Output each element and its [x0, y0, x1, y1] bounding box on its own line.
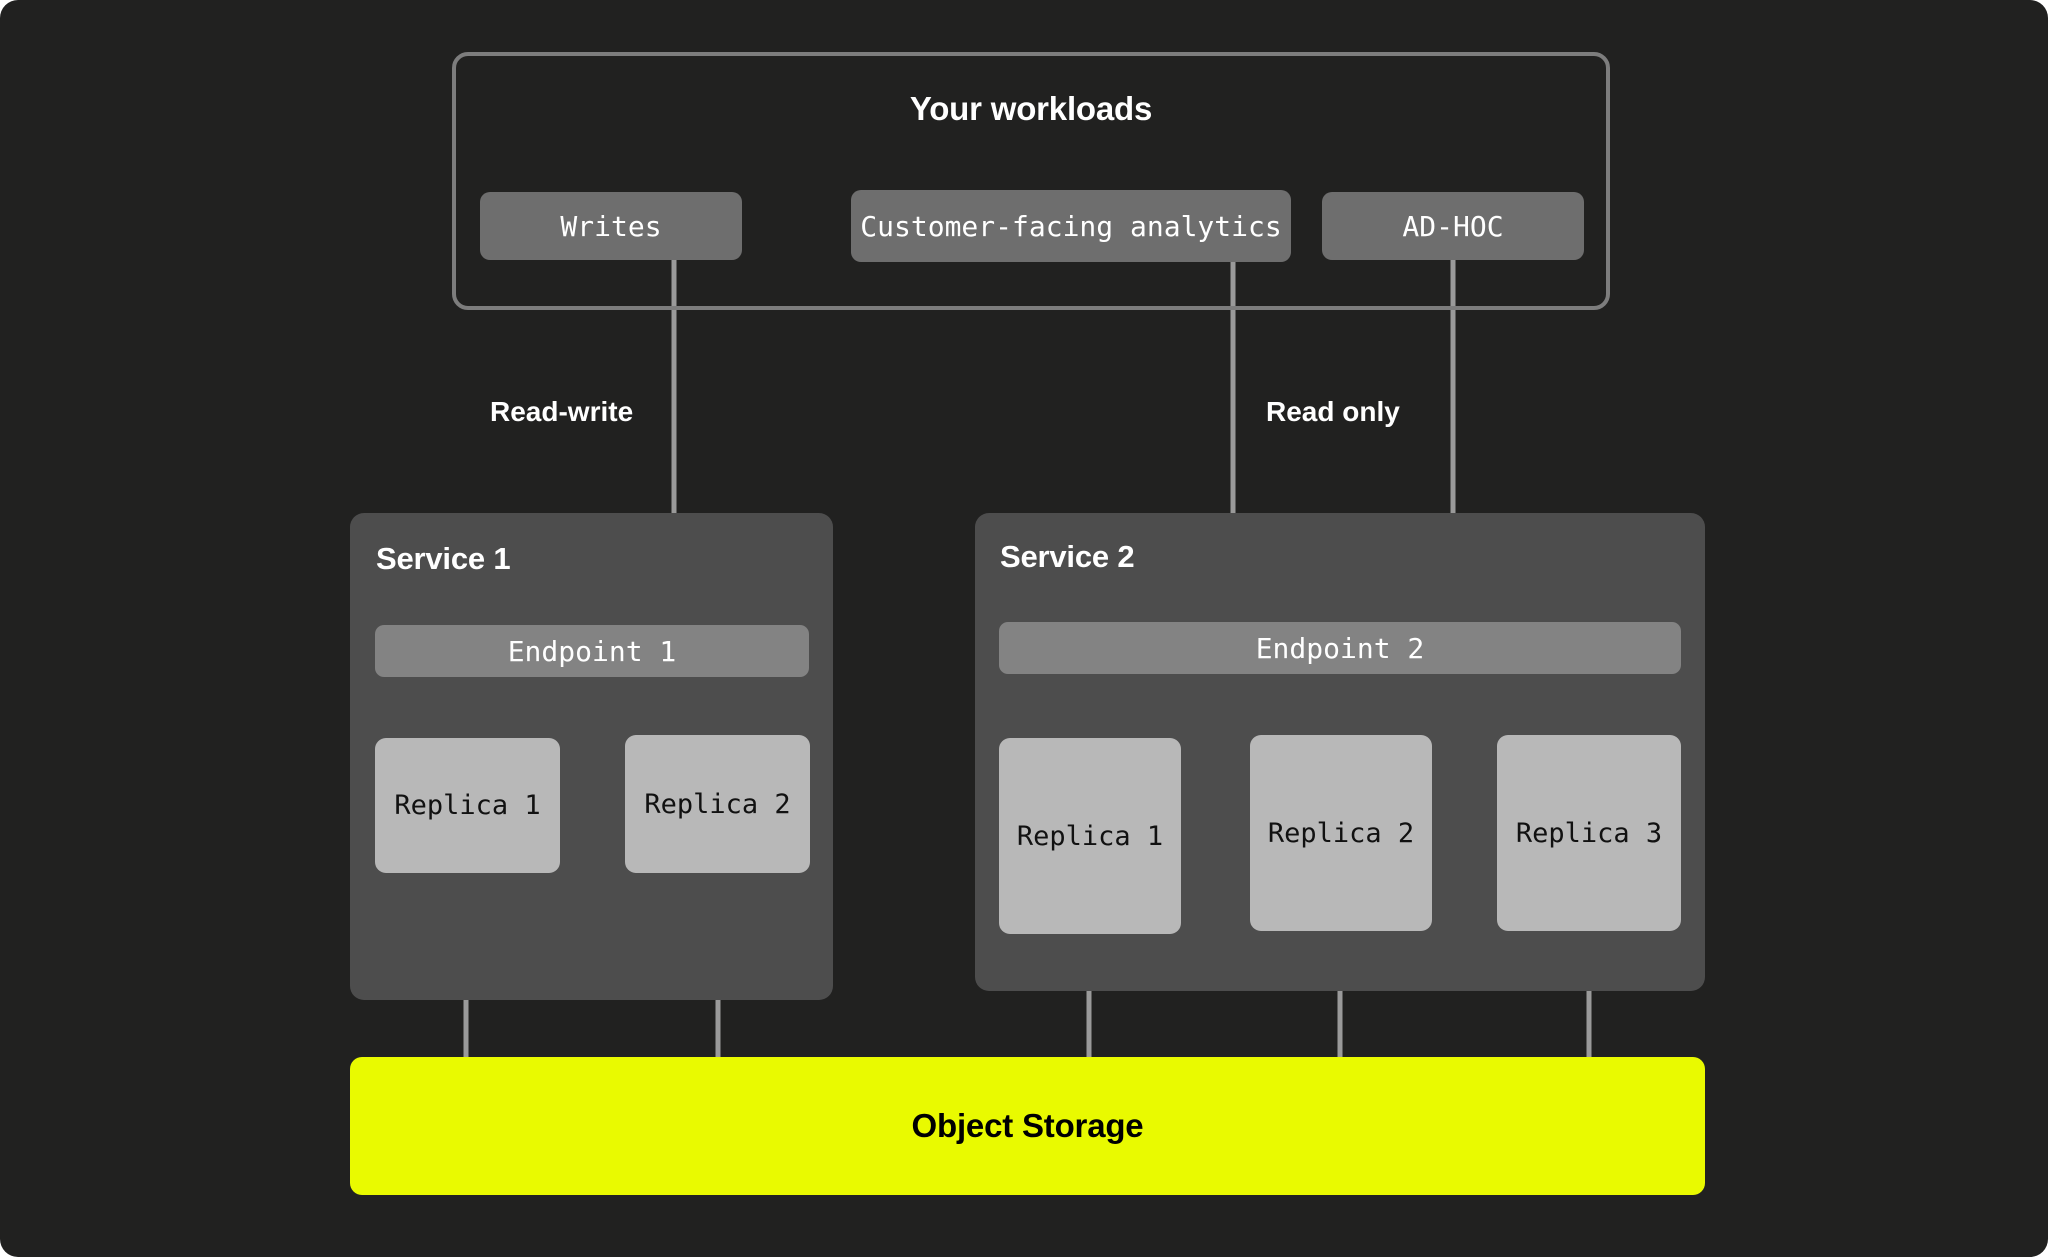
workload-chip-customer-facing-analytics[interactable]: Customer-facing analytics	[851, 190, 1291, 262]
object-storage-bar[interactable]: Object Storage	[350, 1057, 1705, 1195]
service-2-replica-1[interactable]: Replica 1	[999, 738, 1181, 934]
workloads-title: Your workloads	[909, 90, 1153, 127]
service-1-replica-2[interactable]: Replica 2	[625, 735, 810, 873]
endpoint-1[interactable]: Endpoint 1	[375, 625, 809, 677]
edge-label-read-only: Read only	[1266, 396, 1400, 427]
service-2-title: Service 2	[1000, 539, 1135, 574]
edge-label-read-write: Read-write	[490, 396, 634, 427]
endpoint-2[interactable]: Endpoint 2	[999, 622, 1681, 674]
service-1-title: Service 1	[376, 541, 511, 576]
service-2-replica-2[interactable]: Replica 2	[1250, 735, 1432, 931]
workloads-container	[452, 52, 1610, 310]
service-2-replica-3[interactable]: Replica 3	[1497, 735, 1681, 931]
service-1-replica-1[interactable]: Replica 1	[375, 738, 560, 873]
workload-chip-writes[interactable]: Writes	[480, 192, 742, 260]
workload-chip-ad-hoc[interactable]: AD-HOC	[1322, 192, 1584, 260]
